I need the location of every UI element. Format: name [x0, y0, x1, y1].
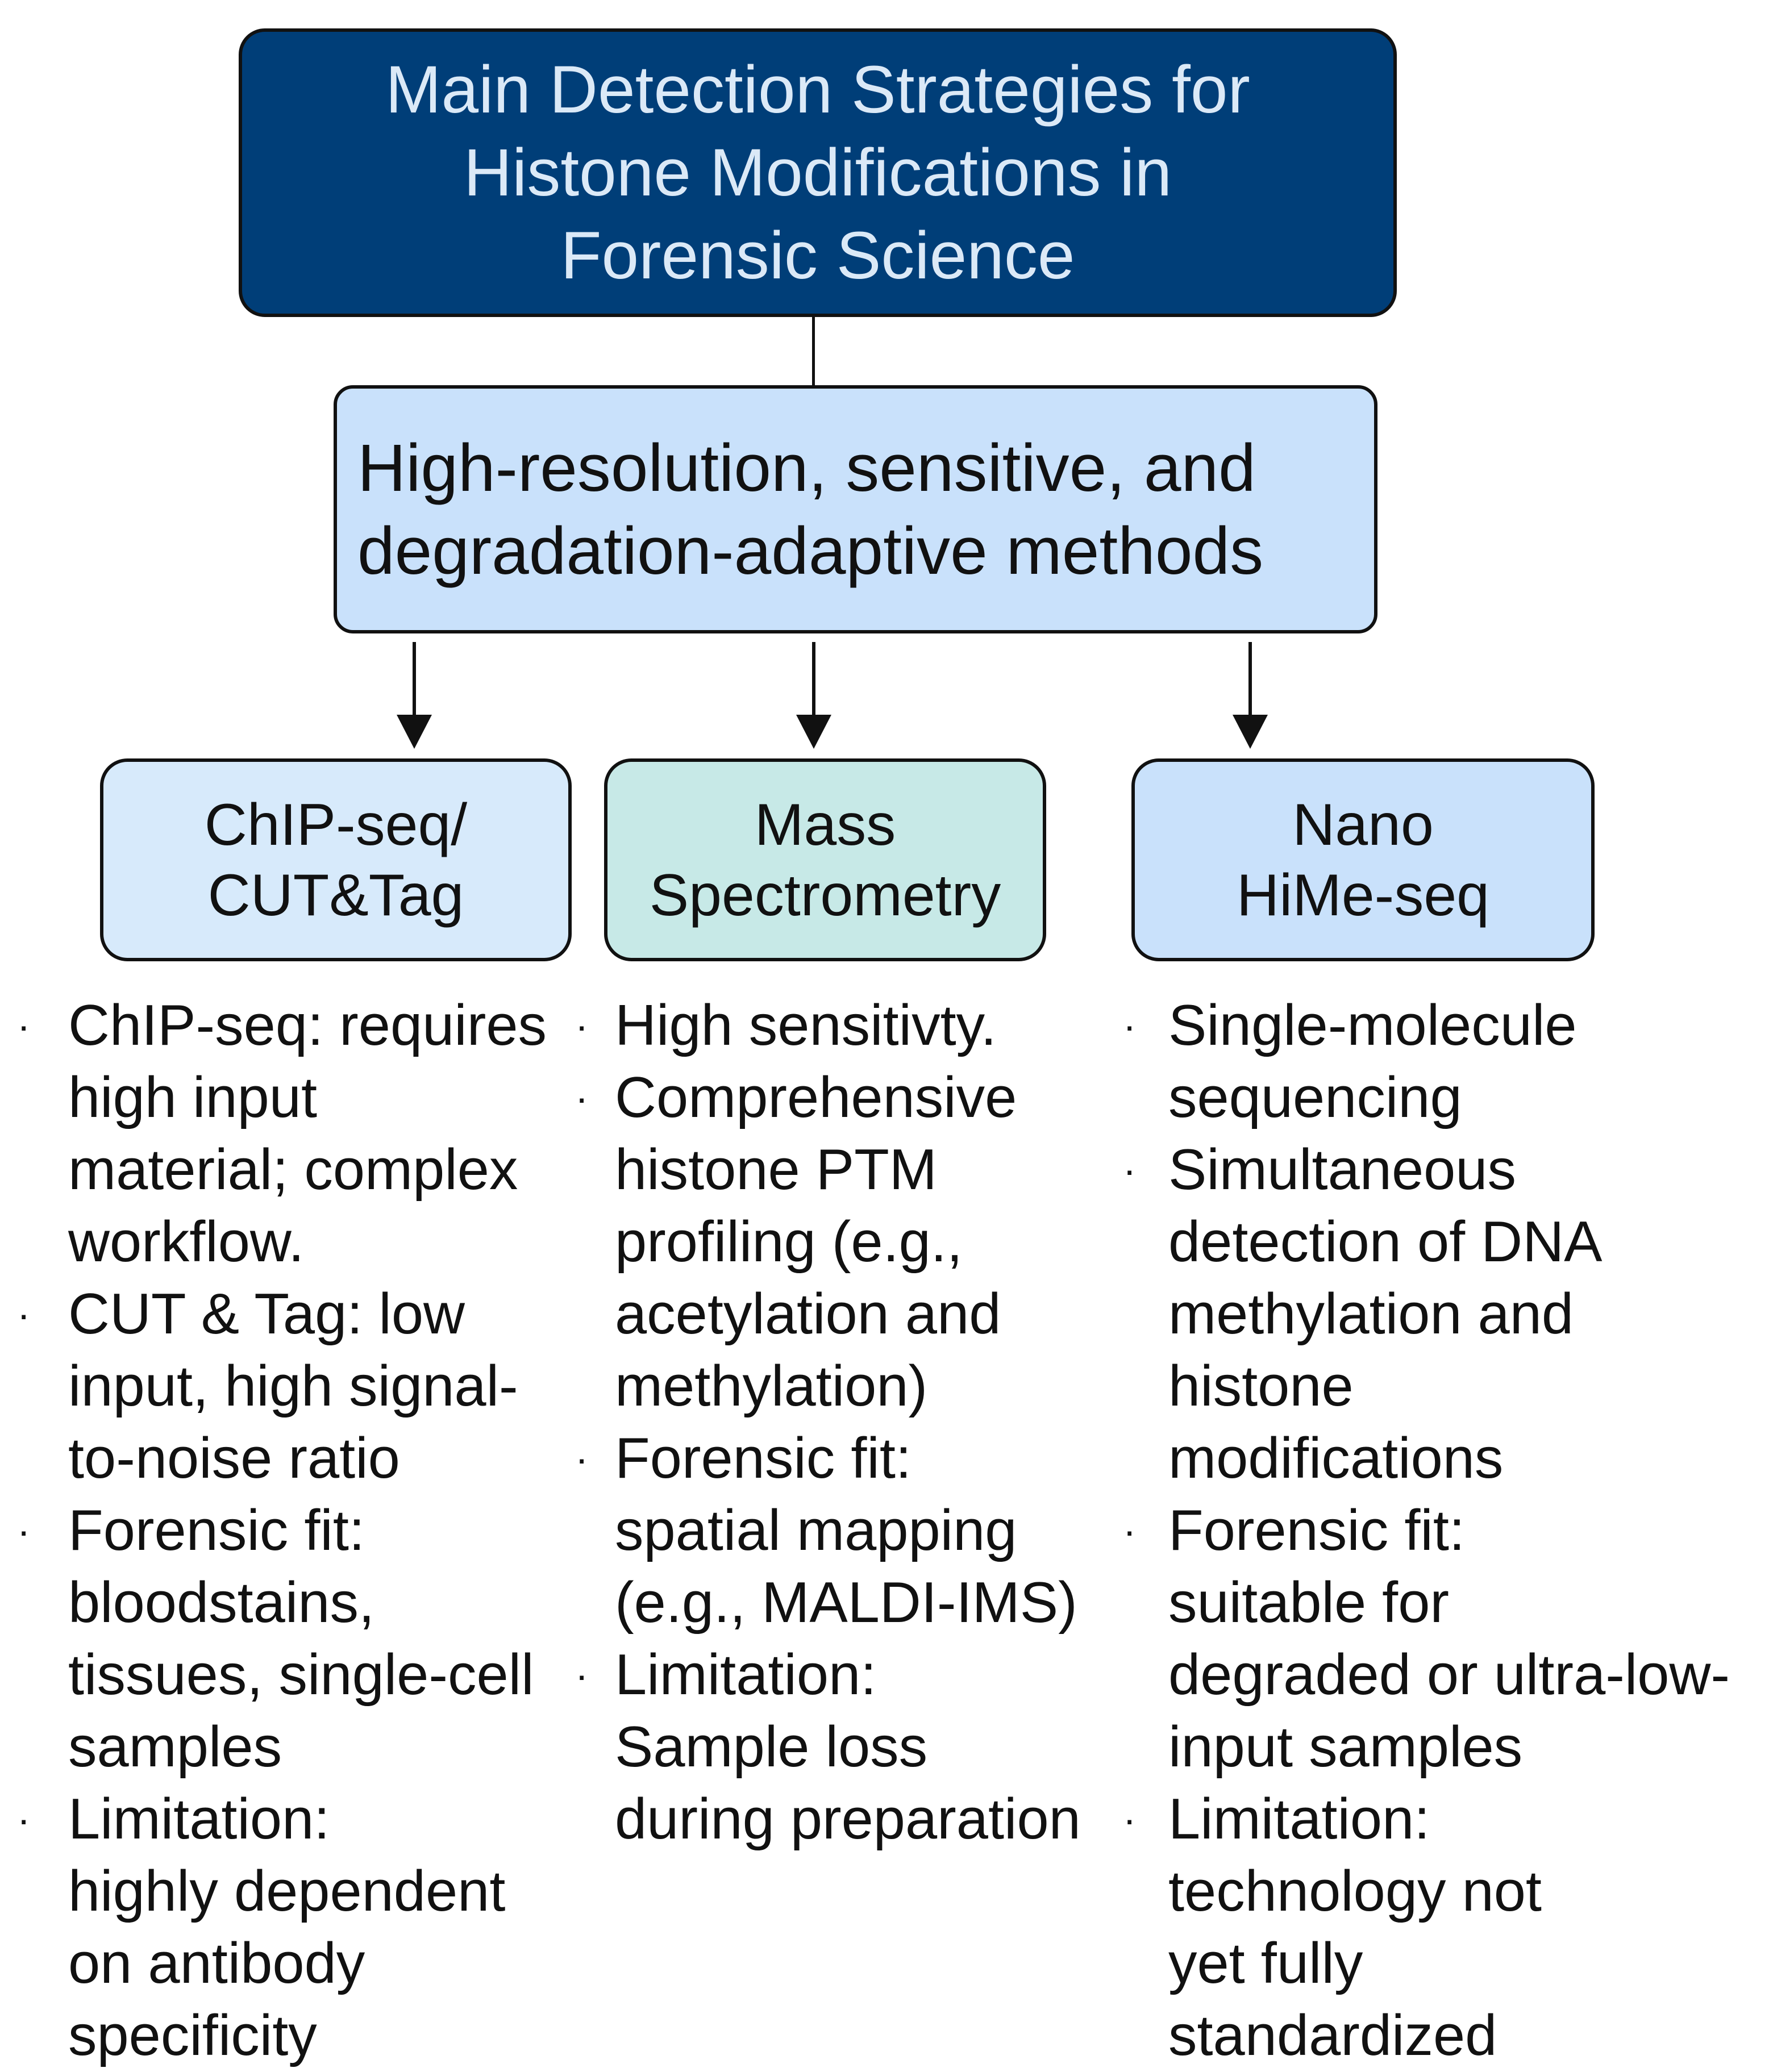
bullet-dot-icon: ·: [1123, 1797, 1137, 1841]
bullet-text-line: acetylation and: [615, 1282, 1001, 1346]
bullet-text-line: Forensic fit:: [615, 1427, 912, 1490]
bullet-dot-icon: ·: [17, 1797, 31, 1841]
bullet-item: · Limitation: Sample loss during preparatio…: [575, 1639, 1081, 1856]
bullet-text-line: Forensic fit:: [1168, 1499, 1465, 1562]
method-name-line: Spectrometry: [649, 862, 1001, 928]
bullet-text-line: Forensic fit:: [68, 1499, 365, 1562]
title-line: Main Detection Strategies for: [385, 52, 1250, 127]
bullet-text-line: methylation): [615, 1354, 928, 1418]
bullet-dot-icon: ·: [575, 1653, 589, 1697]
bullet-text-line: bloodstains,: [68, 1571, 375, 1635]
bullet-dot-icon: ·: [1123, 1508, 1137, 1553]
bullet-text-line: Limitation:: [1168, 1787, 1430, 1851]
bullet-text-line: Comprehensive: [615, 1066, 1017, 1129]
bullet-text-line: technology not: [1168, 1860, 1542, 1923]
bullet-text-line: ChIP-seq: requires: [68, 994, 547, 1057]
method-name-line: HiMe-seq: [1237, 862, 1489, 928]
bullet-dot-icon: ·: [17, 1508, 31, 1553]
bullet-dot-icon: ·: [17, 1292, 31, 1336]
bullet-text-line: Limitation:: [68, 1787, 330, 1851]
arrow-head-icon: [397, 715, 432, 749]
subtitle-box: High-resolution, sensitive, and degradat…: [334, 385, 1377, 633]
bullet-text-line: (e.g., MALDI-IMS): [615, 1571, 1077, 1635]
bullet-text-line: histone PTM: [615, 1138, 937, 1202]
bullet-text-line: input samples: [1168, 1715, 1523, 1779]
bullet-text-line: during preparation: [615, 1787, 1081, 1851]
bullet-text-line: methylation and: [1168, 1282, 1574, 1346]
bullet-list-mass-spectrometry: · High sensitivty. · Comprehensive histone P…: [575, 990, 1081, 1856]
bullet-item: · Comprehensive histone PTM profiling (e.g.…: [575, 1062, 1081, 1423]
bullet-text-line: High sensitivty.: [615, 994, 997, 1057]
bullet-item: · ChIP-seq: requires high input material; c…: [17, 990, 547, 1278]
bullet-dot-icon: ·: [1123, 1003, 1137, 1048]
bullet-text-line: highly dependent: [68, 1860, 506, 1923]
bullet-text-line: input, high signal-: [68, 1354, 518, 1418]
bullet-dot-icon: ·: [17, 1003, 31, 1048]
bullet-text-line: Limitation:: [615, 1643, 877, 1707]
bullet-list-nano-hime-seq: · Single-molecule sequencing · Simultaneous d…: [1123, 990, 1730, 2072]
method-box-mass-spectrometry: Mass Spectrometry: [604, 758, 1046, 961]
arrow-shaft: [1248, 642, 1252, 724]
bullet-text-line: histone: [1168, 1354, 1354, 1418]
arrow-head-icon: [1233, 715, 1268, 749]
bullet-text-line: spatial mapping: [615, 1499, 1017, 1562]
bullet-item: · CUT & Tag: low input, high signal-to-noi…: [17, 1278, 547, 1495]
bullet-dot-icon: ·: [575, 1436, 589, 1481]
bullet-item: · Forensic fit: spatial mapping (e.g., MALD…: [575, 1423, 1081, 1639]
bullet-item: · Forensic fit: bloodstains, tissues, singl…: [17, 1495, 547, 1783]
bullet-text-line: tissues, single-cell: [68, 1643, 534, 1707]
subtitle-line: High-resolution, sensitive, and: [357, 430, 1256, 506]
bullet-item: · Forensic fit: suitable for degraded or ul…: [1123, 1495, 1730, 1783]
bullet-item: · Limitation: technology not yet fully stand…: [1123, 1783, 1730, 2072]
bullet-text-line: Simultaneous: [1168, 1138, 1516, 1202]
arrow-shaft: [812, 642, 815, 724]
bullet-text-line: profiling (e.g.,: [615, 1210, 963, 1274]
bullet-dot-icon: ·: [575, 1075, 589, 1120]
bullet-text-line: material; complex: [68, 1138, 518, 1202]
bullet-text-line: CUT & Tag: low: [68, 1282, 465, 1346]
bullet-item: · Single-molecule sequencing: [1123, 990, 1730, 1134]
bullet-text-line: samples: [68, 1715, 282, 1779]
method-name-line: CUT&Tag: [207, 862, 464, 928]
method-box-nano-hime-seq: Nano HiMe-seq: [1131, 758, 1595, 961]
method-name-line: Mass: [754, 791, 896, 858]
bullet-text-line: specificity: [68, 2004, 317, 2067]
method-name-line: Nano: [1292, 791, 1434, 858]
title-line: Forensic Science: [560, 218, 1075, 293]
bullet-list-chip-seq-cut-tag: · ChIP-seq: requires high input material; c…: [17, 990, 547, 2072]
method-box-chip-seq-cut-tag: ChIP-seq/ CUT&Tag: [100, 758, 572, 961]
bullet-text-line: modifications: [1168, 1427, 1504, 1490]
arrow-head-icon: [796, 715, 831, 749]
title-connector-line: [812, 317, 815, 385]
bullet-text-line: on antibody: [68, 1932, 365, 1995]
bullet-text-line: to-noise ratio: [68, 1427, 400, 1490]
arrow-shaft: [413, 642, 416, 724]
title-line: Histone Modifications in: [463, 135, 1172, 210]
bullet-text-line: sequencing: [1168, 1066, 1462, 1129]
bullet-text-line: high input: [68, 1066, 318, 1129]
bullet-text-line: suitable for: [1168, 1571, 1450, 1635]
bullet-text-line: Single-molecule: [1168, 994, 1577, 1057]
bullet-text-line: yet fully: [1168, 1932, 1363, 1995]
bullet-text-line: standardized: [1168, 2004, 1497, 2067]
bullet-dot-icon: ·: [1123, 1148, 1137, 1192]
bullet-dot-icon: ·: [575, 1003, 589, 1048]
bullet-text-line: workflow.: [68, 1210, 305, 1274]
method-name-line: ChIP-seq/: [204, 791, 468, 858]
bullet-text-line: Sample loss: [615, 1715, 928, 1779]
bullet-text-line: degraded or ultra-low-: [1168, 1643, 1730, 1707]
bullet-item: · High sensitivty.: [575, 990, 1081, 1062]
bullet-text-line: detection of DNA: [1168, 1210, 1603, 1274]
subtitle-line: degradation-adaptive methods: [357, 513, 1264, 589]
title-box: Main Detection Strategies for Histone Mo…: [239, 28, 1397, 317]
bullet-item: · Limitation: highly dependent on antibody s…: [17, 1783, 547, 2072]
bullet-item: · Simultaneous detection of DNA methylation…: [1123, 1134, 1730, 1495]
